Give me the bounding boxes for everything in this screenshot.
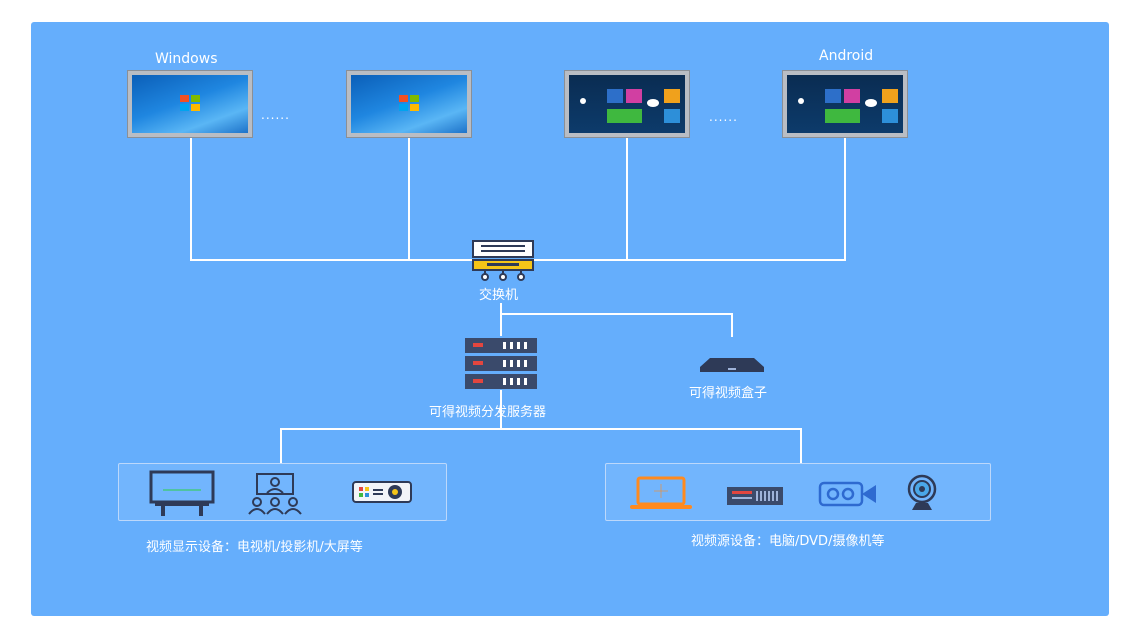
android-tile-icon [626,89,642,103]
set-top-box-icon [700,358,764,372]
connector-line [731,313,733,337]
windows-label: Windows [155,51,218,67]
connector-line [190,259,472,261]
windows-screen [351,75,467,133]
whiteboard-tv-icon [149,470,215,516]
display-group-label: 视频显示设备：电视机/投影机/大屏等 [146,540,363,555]
ellipsis-right: ...... [709,110,738,124]
display-device-group [118,463,447,521]
android-tile-icon [882,89,898,103]
android-screen [569,75,685,133]
android-tile-icon [607,109,642,123]
connector-line [626,138,628,260]
connector-line [190,138,192,260]
cloud-icon [865,99,877,107]
connector-line [500,390,502,430]
projector-icon [352,481,412,503]
android-monitor-1 [564,70,690,138]
dvd-player-icon [727,487,783,505]
server-rack-icon [465,338,537,389]
ellipsis-left: ...... [261,108,290,122]
diagram-canvas: Windows Android ...... [31,22,1109,616]
connector-line [800,428,802,464]
connector-line [844,138,846,260]
android-tile-icon [664,89,680,103]
android-tile-icon [825,89,841,103]
connector-line [534,259,846,261]
android-label: Android [819,48,874,64]
box-label: 可得视频盒子 [689,386,768,401]
connector-line [500,303,502,336]
webcam-icon [907,474,937,510]
windows-screen [132,75,248,133]
server-label: 可得视频分发服务器 [429,405,547,420]
windows-monitor-1 [127,70,253,138]
laptop-icon [630,476,692,509]
android-monitor-2 [782,70,908,138]
android-tile-icon [607,89,623,103]
windows-logo-icon [399,95,419,111]
sun-icon [798,98,804,104]
switch-label: 交换机 [479,288,519,303]
source-device-group [605,463,991,521]
cloud-icon [647,99,659,107]
connector-line [280,428,802,430]
android-tile-icon [664,109,680,123]
android-tile-icon [825,109,860,123]
sun-icon [580,98,586,104]
connector-line [280,428,282,464]
android-tile-icon [844,89,860,103]
connector-line [408,138,410,260]
video-camera-icon [818,481,876,507]
windows-monitor-2 [346,70,472,138]
android-tile-icon [882,109,898,123]
connector-line [500,313,733,315]
windows-logo-icon [180,95,200,111]
switch-icon [472,240,534,281]
android-screen [787,75,903,133]
meeting-room-icon [248,473,302,515]
source-group-label: 视频源设备：电脑/DVD/摄像机等 [691,534,885,549]
